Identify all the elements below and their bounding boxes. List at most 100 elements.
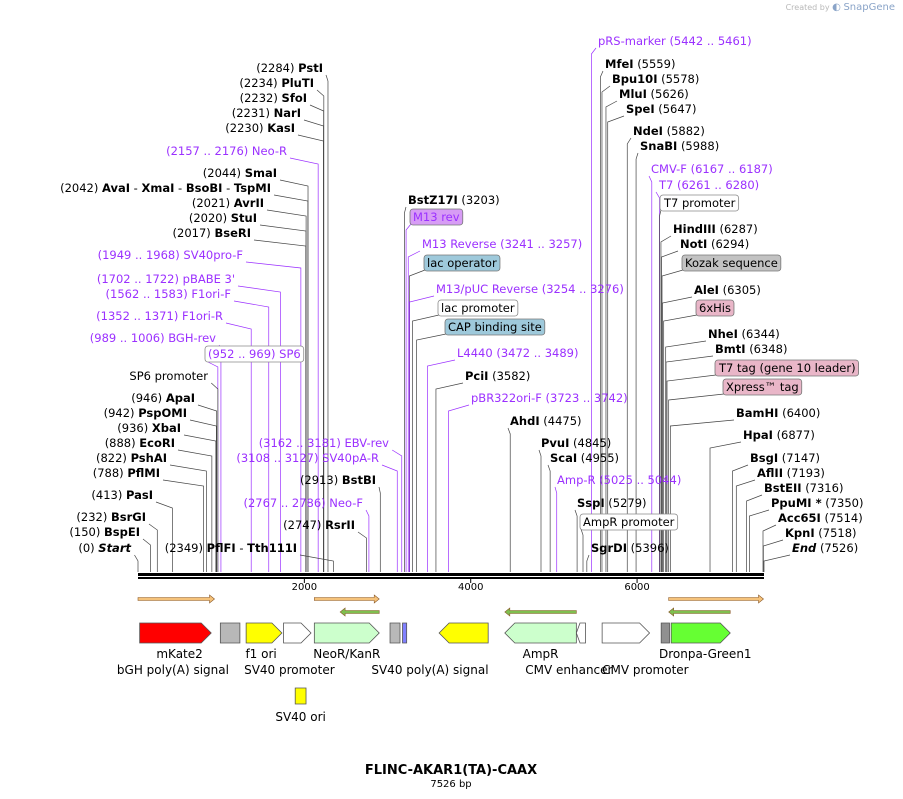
site-label: SP6 promoter [129,369,208,383]
site-label-part: SV40pro-F [183,248,243,262]
site-label-text: Amp-R (5025 .. 5044) [557,473,681,487]
site-label: M13 rev [409,208,464,226]
site-label-part: (413) [91,488,122,502]
site-label-box [695,299,735,317]
site-label-part: HpaI [743,428,773,442]
site-label-part: Start [98,541,131,555]
site-label: pBR322ori-F (3723 .. 3742) [471,391,628,405]
site-label-part: SfoI [282,91,307,105]
site-label-part: M13 rev [413,210,460,224]
site-label-part: - [226,181,230,195]
site-label-text: BstEII (7316) [764,481,843,495]
site-label-part: (822) [96,451,127,465]
leader-line [405,223,412,572]
leader-line [538,449,542,572]
site-label-part: ApaI [166,391,195,405]
site-label-part: (2230) [225,121,263,135]
leader-line [574,509,578,572]
site-label-text: AhdI (4475) [510,414,582,428]
site-label-box [659,194,740,212]
leader-line [448,404,470,572]
site-label-part: XmaI [141,181,174,195]
leader-line [225,322,252,572]
site-label-part: (2284) [256,61,294,75]
site-label-part: (989 .. 1006) [90,331,165,345]
leader-line [665,355,714,572]
site-label-part: PvuI [541,436,569,450]
site-label: HindIII (6287) [673,222,758,236]
site-label-text: (2232) SfoI [240,91,307,105]
site-label-part: PciI [465,369,488,383]
site-label-part: AmpR promoter [583,515,675,529]
leader-line [273,194,309,572]
site-label-part: KpnI [785,526,815,540]
site-label-part: BsrGI [111,510,146,524]
site-label-text: BmtI (6348) [715,342,787,356]
site-label-part: KasI [267,121,295,135]
site-label-part: (2349) [165,541,203,555]
site-label-part: F1ori-R [182,309,223,323]
site-label-part: (2042) [60,181,98,195]
site-label-text: (2020) StuI [189,211,257,225]
site-label-part: Amp-R [557,473,596,487]
site-label-part: PflMI [127,466,160,480]
leader-line [547,464,551,572]
site-label: (2020) StuI [189,211,257,225]
site-label-text: (822) PshAI [96,451,167,465]
site-label-part: (6167 .. 6187) [691,162,773,176]
site-label-text: (150) BspEI [69,525,140,539]
feature-shape [660,622,670,644]
site-label-part: SV40pA-R [322,451,379,465]
site-label-part: (946) [131,391,162,405]
site-label: SpeI (5647) [626,102,697,116]
site-label-part: (0) [78,541,94,555]
feature-shape [313,622,380,644]
leader-line [155,501,173,572]
feature-shape [245,622,283,644]
site-label-part: lac operator [427,256,497,270]
site-label: (1702 .. 1722) pBABE 3' [97,272,235,286]
site-label-text: SpeI (5647) [626,102,697,116]
leader-line [665,340,707,572]
site-label-part: BmtI [715,342,746,356]
site-label: (2021) AvrII [192,196,264,210]
orf-arrow [668,607,731,617]
leader-line [746,494,763,572]
site-label-box [423,254,501,272]
site-label-text: (2284) PstI [256,61,323,75]
site-label-part: (2747) [283,518,321,532]
site-label: lac operator [423,254,501,272]
leader-line [391,449,403,572]
site-label-text: T7 tag (gene 10 leader) [718,361,856,375]
site-label-part: SgrDI [591,541,627,555]
leader-line [763,554,791,572]
site-label: (150) BspEI [69,525,140,539]
site-label-part: TspMI [234,181,271,195]
site-label-text: lac operator [427,256,497,270]
site-label-part: Kozak sequence [685,256,778,270]
leader-line [408,269,426,572]
leader-line [289,157,319,572]
site-label-text: (2042) AvaI - XmaI - BsoBI - TspMI [60,181,271,195]
leader-line [601,85,611,572]
site-label: M13/pUC Reverse (3254 .. 3276) [436,282,624,296]
leader-line [211,382,219,572]
site-label-part: BGH-rev [168,331,216,345]
site-label-text: ScaI (4955) [550,451,619,465]
site-label-text: BstZ17I (3203) [408,193,500,207]
site-label-part: Neo-R [252,144,287,158]
site-label: Kozak sequence [681,254,782,272]
site-label-part: (5025 .. 5044) [599,473,681,487]
site-label: BsgI (7147) [750,451,820,465]
feature-label: f1 ori [245,647,276,661]
leader-line [507,427,511,572]
site-label: pRS-marker (5442 .. 5461) [598,34,752,48]
site-label-part: T7 [658,178,673,192]
site-label-part: PasI [126,488,153,502]
site-label-box [681,254,782,272]
site-label-part: (232) [76,510,107,524]
site-label-box [409,208,464,226]
site-label-part: pRS-marker [598,34,666,48]
site-label-text: End (7526) [792,541,858,555]
site-label-text: (3108 .. 3127) SV40pA-R [236,451,379,465]
